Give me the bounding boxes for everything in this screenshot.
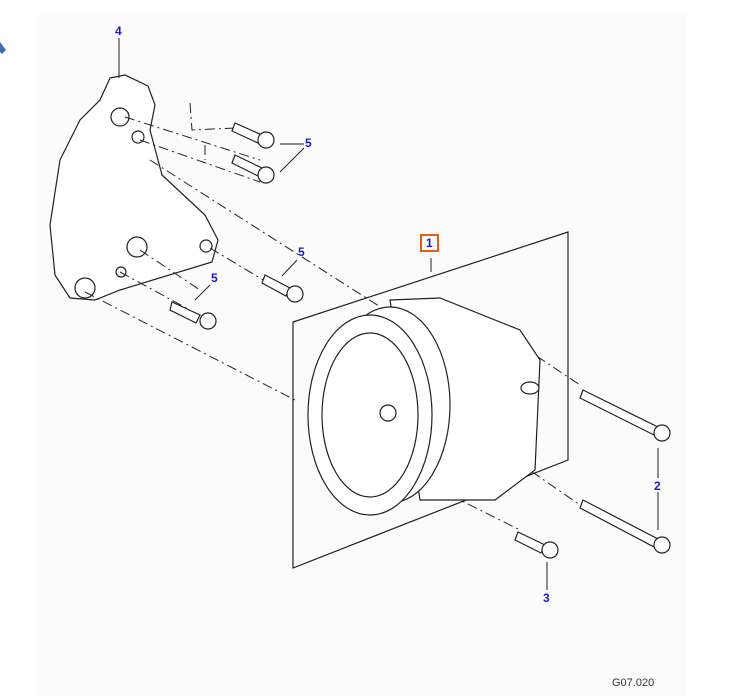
callout-4[interactable]: 4 xyxy=(115,24,122,38)
callout-2[interactable]: 2 xyxy=(654,479,661,493)
callout-3[interactable]: 3 xyxy=(543,591,550,605)
pump-drawing xyxy=(307,297,541,516)
callout-5-upper[interactable]: 5 xyxy=(305,136,312,150)
pump-frame xyxy=(292,231,569,569)
callout-5-lower[interactable]: 5 xyxy=(211,271,218,285)
bracket-drawing xyxy=(49,74,219,301)
back-arrow-icon[interactable] xyxy=(0,40,6,56)
callout-1[interactable]: 1 xyxy=(420,234,439,252)
callout-5-middle[interactable]: 5 xyxy=(298,245,305,259)
bolts xyxy=(169,122,671,559)
figure-code: G07.020 xyxy=(612,677,655,689)
leader-lines xyxy=(118,38,659,590)
